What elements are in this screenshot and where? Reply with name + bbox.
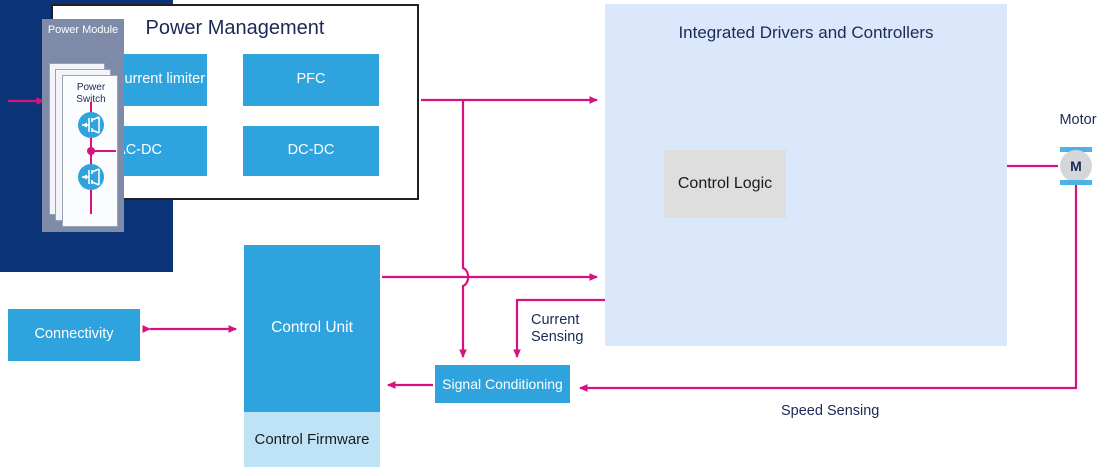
label-motor: Motor xyxy=(1059,112,1097,128)
motor-terminal-bottom xyxy=(1060,180,1092,185)
motor-terminal-top xyxy=(1060,147,1092,152)
mosfet-symbol-icon xyxy=(82,168,100,186)
integrated-drivers-title: Integrated Drivers and Controllers xyxy=(678,22,934,42)
power-management-title: Power Management xyxy=(145,17,325,40)
block-control-firmware[interactable]: Control Firmware xyxy=(244,412,380,467)
motor-symbol: M xyxy=(1060,150,1092,182)
fet-wire-bottom xyxy=(90,190,92,214)
label-speed-sensing: Speed Sensing xyxy=(781,403,880,419)
power-switch-sheet-front: Power Switch xyxy=(62,75,118,227)
block-connectivity[interactable]: Connectivity xyxy=(8,309,140,361)
block-dc-dc[interactable]: DC-DC xyxy=(243,126,379,176)
wire-current-sensing xyxy=(513,298,605,359)
block-control-unit[interactable]: Control Unit xyxy=(244,245,380,412)
label-current-sensing: Current Sensing xyxy=(531,312,584,346)
power-module-card: Power Module Power Switch xyxy=(42,19,124,232)
block-control-logic[interactable]: Control Logic xyxy=(664,150,786,218)
wire-pm-branch-to-signal-conditioning xyxy=(459,100,470,359)
block-pfc[interactable]: PFC xyxy=(243,54,379,106)
power-switch-fet-high-side-icon xyxy=(78,112,104,138)
power-switch-fet-low-side-icon xyxy=(78,164,104,190)
power-switch-label: Power Switch xyxy=(76,82,106,105)
wire-speed-sensing xyxy=(578,184,1078,392)
block-signal-conditioning[interactable]: Signal Conditioning xyxy=(435,365,570,403)
fet-wire-top xyxy=(90,102,92,114)
power-module-label: Power Module xyxy=(47,24,119,36)
mosfet-symbol-icon xyxy=(82,116,100,134)
phase-output-stub xyxy=(94,150,116,152)
phase-node-dot xyxy=(87,147,95,155)
